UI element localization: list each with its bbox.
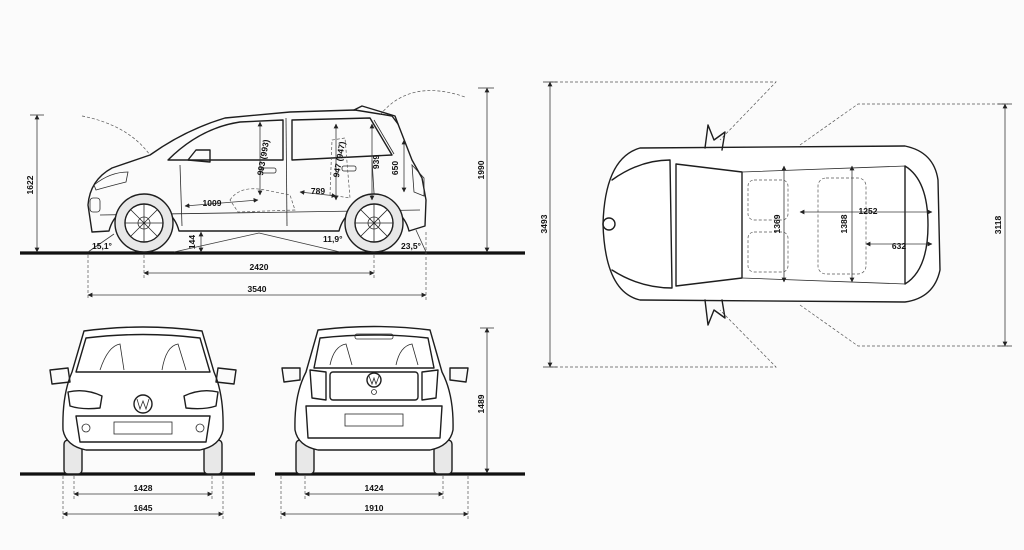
label-departure-angle: 23,5° <box>401 241 422 251</box>
label-interior-length: 1252 <box>859 206 878 216</box>
label-trunk-height: 650 <box>390 161 400 175</box>
label-height: 1622 <box>25 175 35 194</box>
rear-spoiler-light <box>354 333 394 340</box>
approach-angle-line <box>87 233 115 253</box>
label-rear-height: 1489 <box>476 394 486 413</box>
top-body-outline <box>602 145 941 303</box>
hood-outline <box>611 159 673 289</box>
tailgate-swing-arc <box>379 90 466 116</box>
right-seat <box>161 343 187 371</box>
b-pillar <box>285 117 288 227</box>
label-trunk-length: 632 <box>892 241 906 251</box>
front-window <box>167 119 284 161</box>
label-length: 3540 <box>248 284 267 294</box>
headlamp <box>93 171 129 191</box>
label-width-open: 3118 <box>993 216 1003 235</box>
label-rear-legroom: 789 <box>311 186 325 196</box>
front-wheel <box>114 193 174 253</box>
label-approach-angle: 15,1° <box>92 241 113 251</box>
front-door-swing-envelope-top <box>550 81 777 141</box>
rear-body-outline <box>294 325 454 451</box>
ramp-angle-line-2 <box>258 232 341 253</box>
fog-lamp <box>89 197 101 213</box>
open-door-bottom <box>704 299 726 326</box>
front-view: 1428 1645 <box>20 326 255 520</box>
rear-right-headrest <box>395 343 419 366</box>
label-height-open: 1990 <box>476 160 486 179</box>
open-door-top <box>704 124 726 151</box>
vw-logo-rear <box>366 372 382 388</box>
rear-bumper <box>305 405 443 439</box>
rear-wheel <box>344 193 404 253</box>
label-interior-rear: 1388 <box>839 214 849 233</box>
vw-logo-top <box>602 217 616 231</box>
vw-logo-front <box>133 394 153 414</box>
rear-right-mirror <box>449 367 469 383</box>
front-grille <box>75 415 211 443</box>
label-front-track: 1428 <box>134 483 153 493</box>
rear-door-swing-envelope-bottom <box>799 304 1008 347</box>
rear-plate <box>344 413 404 427</box>
label-width: 1645 <box>134 503 153 513</box>
front-plate <box>113 421 173 435</box>
tailgate-glass-panel <box>329 371 419 401</box>
front-body-outline <box>62 326 224 451</box>
windshield <box>75 333 211 373</box>
label-length-open: 3493 <box>539 214 549 233</box>
label-wheelbase: 2420 <box>250 262 269 272</box>
label-rear-seat-height: 939 <box>371 155 381 169</box>
front-door-swing-envelope-bottom <box>550 309 777 368</box>
right-fog <box>195 423 205 433</box>
rear-door-handle <box>341 165 357 172</box>
rear-door-swing-envelope-top <box>799 103 1008 146</box>
right-headlamp <box>183 389 219 410</box>
departure-angle-line <box>415 229 427 253</box>
rear-camera <box>371 389 377 395</box>
rear-spoiler <box>353 105 399 125</box>
rear-window-top <box>904 165 929 285</box>
c-pillar <box>373 119 395 155</box>
tail-lamp <box>411 163 425 197</box>
label-rear-headroom: 947 (947) <box>331 141 347 179</box>
rear-right-taillamp <box>421 369 439 401</box>
left-mirror <box>49 367 71 385</box>
label-width-mirrors: 1910 <box>365 503 384 513</box>
label-ramp-angle: 11,9° <box>323 234 343 244</box>
rear-view: 1489 1424 1910 <box>275 325 525 520</box>
right-mirror <box>215 367 237 385</box>
front-seat-outline <box>229 188 296 213</box>
label-front-headroom: 993 (993) <box>255 139 271 177</box>
side-view: 1622 1990 993 (993) 947 (947) 939 650 78… <box>20 87 525 300</box>
side-mirror <box>187 149 211 163</box>
rear-left-mirror <box>281 367 301 383</box>
rear-left-headrest <box>329 343 353 366</box>
rear-left-taillamp <box>309 369 327 401</box>
front-door-seam <box>179 164 183 227</box>
left-headlamp <box>67 389 103 410</box>
rear-window-glass <box>313 334 435 369</box>
ramp-angle-line-1 <box>173 232 260 253</box>
hood-swing-arc <box>81 115 151 156</box>
left-fog <box>81 423 91 433</box>
label-ground-clearance: 144 <box>187 235 197 249</box>
label-interior-front: 1369 <box>772 214 782 233</box>
label-rear-track: 1424 <box>365 483 384 493</box>
top-view: 3493 3118 1369 1388 1252 632 <box>539 81 1012 368</box>
rear-bench-top <box>817 177 867 275</box>
rear-seat-outline <box>329 137 351 199</box>
front-seat-top-1 <box>747 179 789 221</box>
rear-window <box>291 117 393 161</box>
front-seat-top-2 <box>747 231 789 273</box>
left-seat <box>99 343 125 371</box>
label-front-seat-depth: 1009 <box>203 198 222 208</box>
